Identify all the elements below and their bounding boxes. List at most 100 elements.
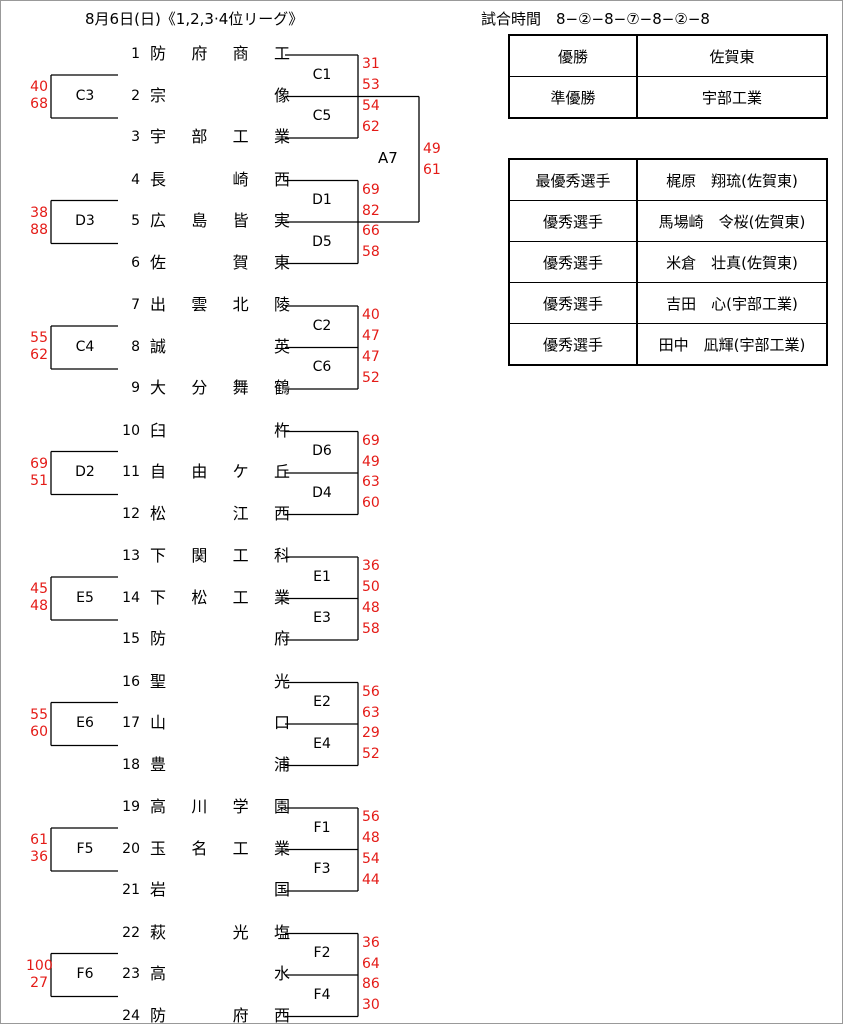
team-number: 7: [131, 297, 140, 313]
match-score: 36: [362, 934, 380, 951]
result-row-runner-up: 準優勝 宇部工業: [508, 76, 828, 119]
team-name-char: 商: [232, 44, 249, 63]
team-name-char: 陵: [273, 295, 290, 314]
match-score: 50: [362, 579, 380, 595]
team-name-char: 岩: [150, 880, 167, 899]
team-name: 高水: [150, 966, 290, 982]
team-number: 18: [122, 756, 140, 773]
match-score: 62: [362, 118, 380, 135]
team-name-char: 広: [150, 211, 167, 230]
award-label: 優秀選手: [508, 323, 638, 366]
result-label: 優勝: [508, 34, 638, 77]
team-number: 17: [122, 715, 140, 731]
team-name-char: 工: [273, 44, 290, 63]
team-name: 佐賀東: [150, 252, 290, 272]
team-name-char: 長: [150, 169, 167, 189]
team-name-char: [191, 674, 207, 690]
team-number: 8: [131, 338, 140, 355]
team-name: 防府商工: [150, 46, 290, 62]
award-label: 優秀選手: [508, 200, 638, 242]
team-name-char: 自: [150, 462, 167, 481]
match-score: 36: [30, 849, 48, 865]
award-row: 優秀選手 馬場崎 令桜(佐賀東): [508, 200, 828, 242]
award-label: 最優秀選手: [508, 158, 638, 201]
match-label: C3: [75, 87, 95, 104]
team-name-char: 園: [273, 797, 290, 816]
result-label: 準優勝: [508, 76, 638, 119]
team-number: 12: [122, 505, 140, 522]
team-name-char: 宗: [150, 85, 167, 105]
team-name-char: 東: [273, 252, 290, 272]
team-name: 長崎西: [150, 169, 290, 189]
team-name-char: 分: [191, 378, 208, 397]
team-name-char: 府: [232, 1005, 249, 1025]
team-name-char: [191, 423, 207, 439]
team-name-char: 工: [232, 587, 249, 607]
team-name-char: 英: [273, 336, 290, 356]
team-name-char: 防: [150, 629, 167, 648]
team-name: 大分舞鶴: [150, 380, 290, 396]
team-number: 20: [122, 840, 140, 857]
team-name-char: 誠: [150, 336, 167, 356]
team-name: 下松工業: [150, 587, 290, 607]
team-number: 21: [122, 882, 140, 898]
team-name-char: [191, 966, 207, 982]
match-score: 31: [362, 56, 380, 72]
match-schedule: 試合時間 8−②−8−⑦−8−②−8: [481, 10, 710, 28]
team-name-char: 工: [232, 838, 249, 858]
team-number: 1: [131, 46, 140, 62]
match-score: 52: [362, 369, 380, 386]
team-name-char: 国: [273, 880, 290, 899]
match-label: E1: [313, 568, 331, 585]
team-name: 高川学園: [150, 799, 290, 815]
team-name-char: 大: [150, 378, 167, 397]
team-number: 13: [122, 548, 140, 564]
award-row: 最優秀選手 梶原 翔琉(佐賀東): [508, 158, 828, 201]
team-name-char: 聖: [150, 671, 167, 691]
match-score: 56: [362, 683, 380, 700]
match-label: D3: [75, 213, 95, 229]
team-name-char: 臼: [150, 420, 167, 440]
team-name-char: 水: [273, 964, 290, 983]
team-name-char: 工: [232, 127, 249, 146]
final-score: 61: [423, 162, 441, 178]
page-title: 8月6日(日)《1,2,3·4位リーグ》: [85, 10, 304, 28]
match-label: C1: [312, 66, 332, 83]
team-number: 22: [122, 924, 140, 941]
team-name-char: 下: [150, 546, 167, 565]
team-name: 臼杵: [150, 420, 290, 440]
match-score: 38: [30, 204, 48, 221]
team-name-char: 丘: [273, 462, 290, 481]
final-match-label: A7: [378, 149, 398, 167]
team-name: 聖光: [150, 671, 290, 691]
award-value: 梶原 翔琉(佐賀東): [636, 158, 828, 201]
team-name-char: 高: [150, 964, 167, 983]
match-score: 63: [362, 474, 380, 490]
team-number: 3: [131, 129, 140, 145]
match-score: 60: [30, 723, 48, 740]
match-label: D4: [312, 484, 332, 501]
team-name: 防府西: [150, 1005, 290, 1025]
team-name-char: [233, 757, 249, 773]
match-label: E4: [313, 735, 331, 752]
team-name-char: 皆: [232, 211, 249, 230]
team-name-char: [191, 631, 207, 647]
match-score: 86: [362, 976, 380, 992]
result-row-champion: 優勝 佐賀東: [508, 34, 828, 77]
team-name: 萩光塩: [150, 922, 290, 942]
match-score: 58: [362, 620, 380, 637]
match-score: 51: [30, 472, 48, 489]
team-name-char: 光: [232, 922, 249, 942]
team-name-char: 川: [191, 797, 208, 816]
team-name-char: 松: [150, 503, 167, 523]
team-name-char: 実: [273, 211, 290, 230]
match-score: 53: [362, 77, 380, 93]
team-name-char: 関: [191, 546, 208, 565]
team-number: 5: [131, 213, 140, 229]
final-score: 49: [423, 141, 441, 157]
team-name: 山口: [150, 715, 290, 731]
match-score: 56: [362, 809, 380, 825]
team-name: 玉名工業: [150, 838, 290, 858]
team-number: 4: [131, 171, 140, 188]
team-name-char: 由: [191, 462, 208, 481]
